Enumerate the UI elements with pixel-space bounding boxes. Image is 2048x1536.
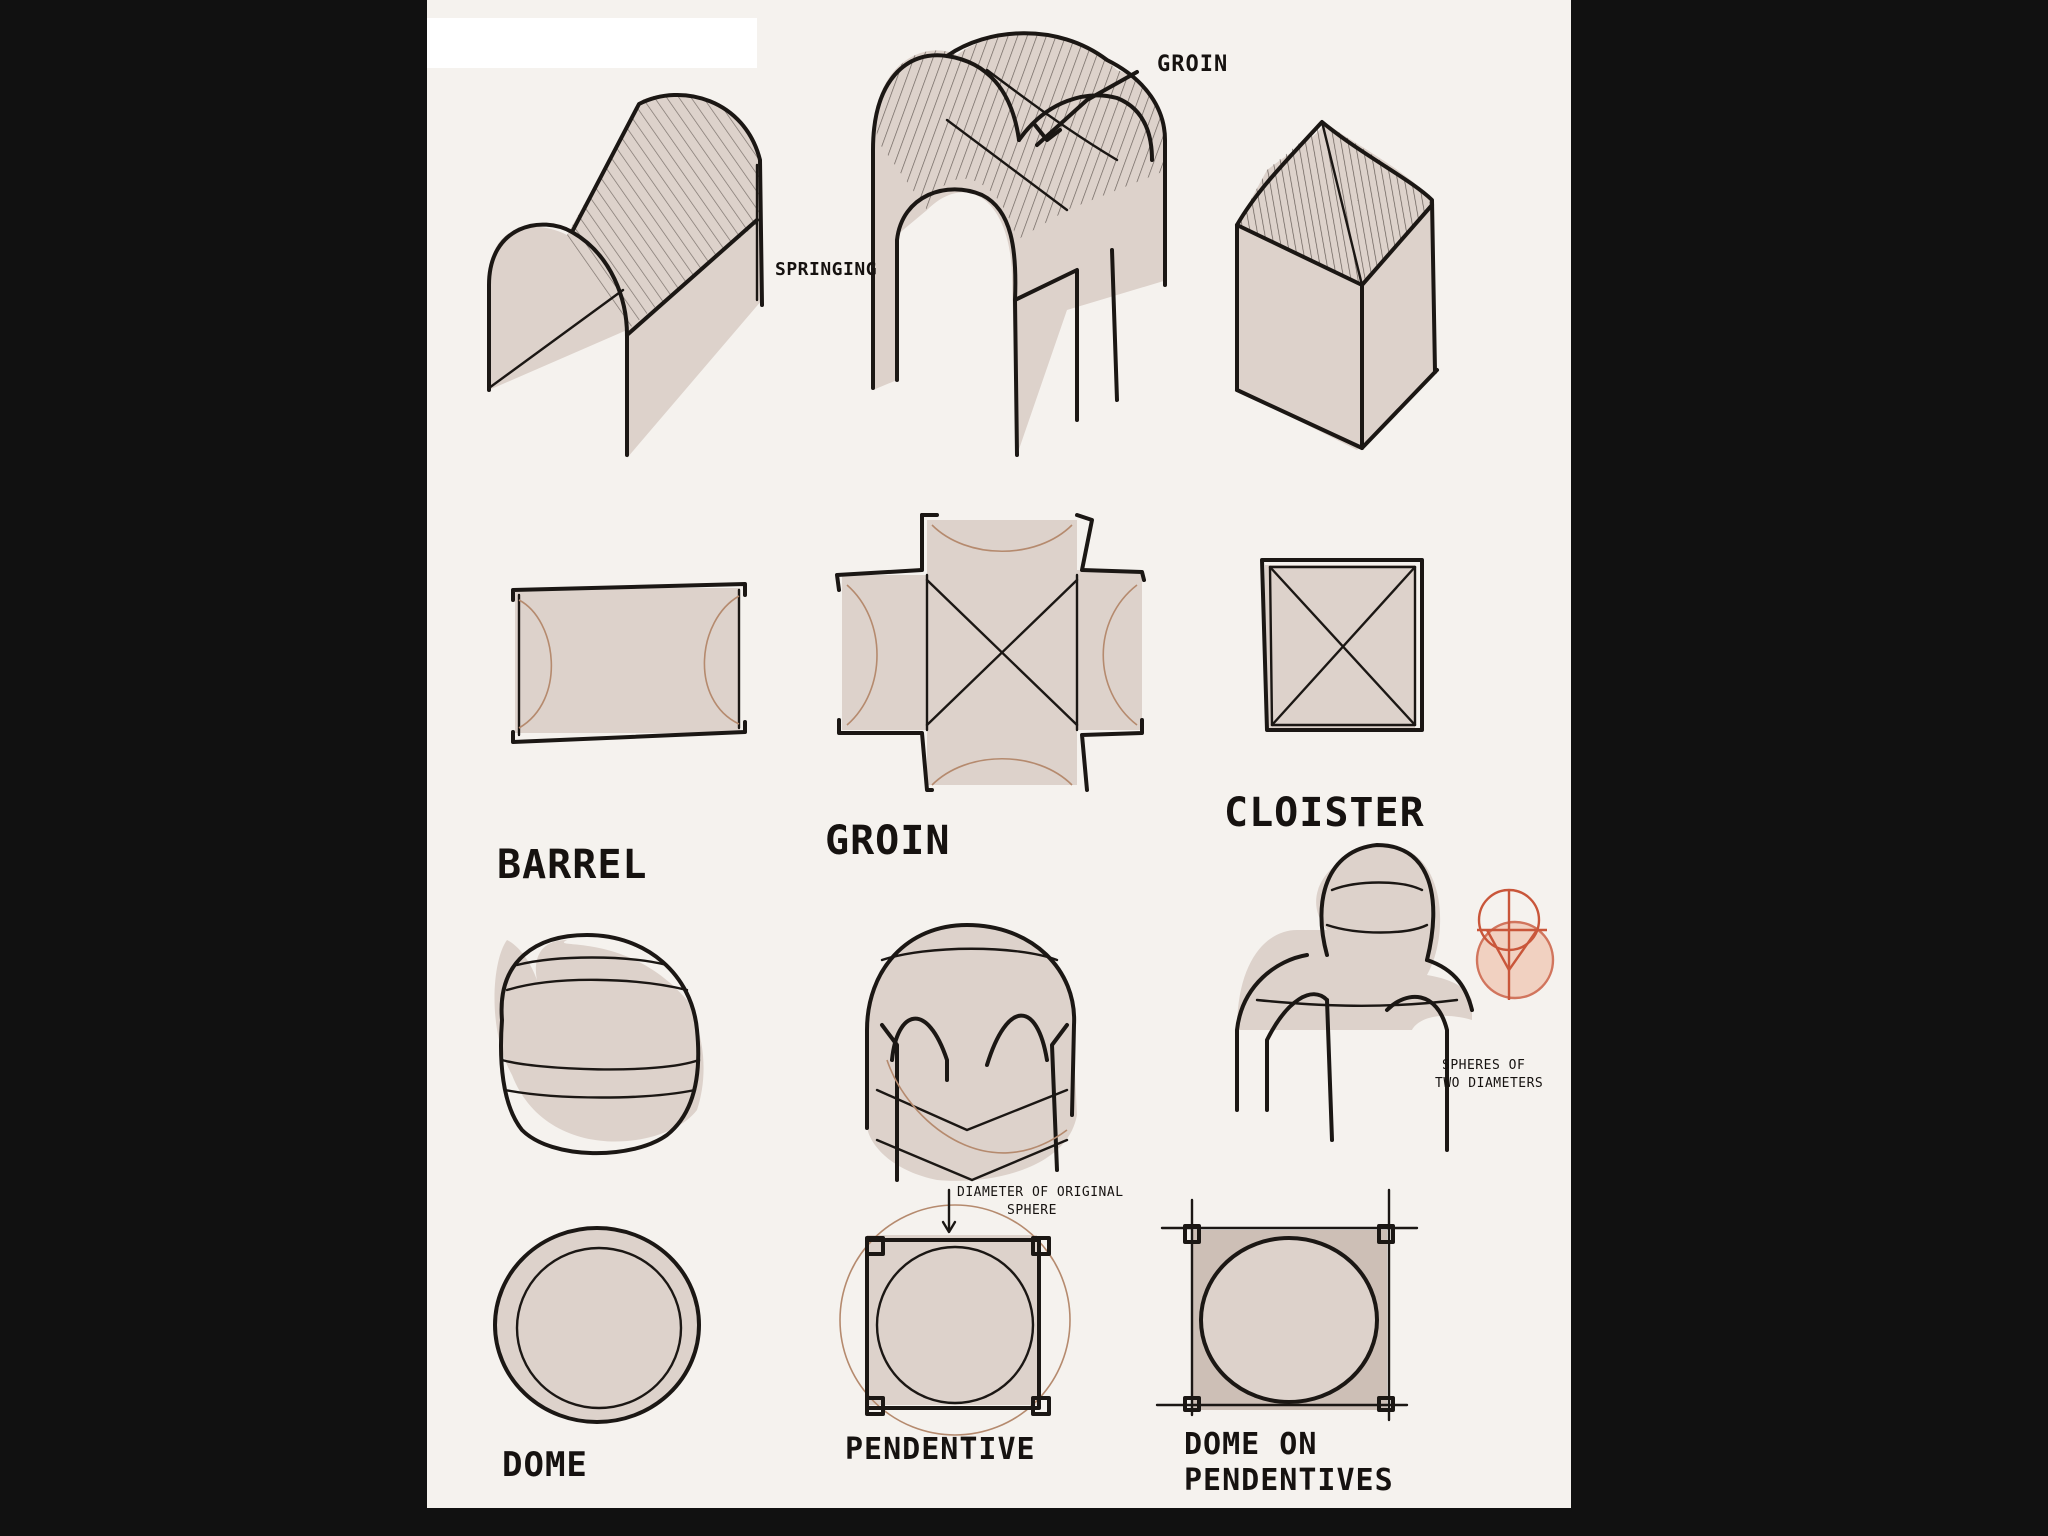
dome-on-pendentives-plan [1157,1190,1417,1420]
groin-vault-plan [837,515,1144,790]
barrel-vault-plan [513,584,745,742]
cloister-vault-perspective [1237,120,1437,450]
diameter-annotation-line1: DIAMETER OF ORIGINAL [957,1185,1124,1200]
dome-on-pendentives-label-line2: PENDENTIVES [1184,1463,1394,1498]
cloister-vault-plan [1262,560,1422,730]
dome-on-pendentives-perspective [1237,845,1472,1150]
spheres-annotation-line2: TWO DIAMETERS [1435,1076,1543,1091]
pendentive-plan [840,1190,1070,1435]
groin-vault-perspective [873,33,1167,455]
pendentive-label: PENDENTIVE [845,1432,1036,1467]
springing-annotation: SPRINGING [775,262,877,277]
barrel-label: BARREL [497,842,648,888]
spheres-of-two-diameters-sketch [1477,890,1553,1000]
barrel-vault-perspective [489,94,762,458]
diameter-annotation-line2: SPHERE [1007,1203,1057,1218]
dome-plan [495,1228,699,1422]
sketch-sheet: GROIN SPRINGING BARREL GROIN CLOISTER SP… [427,0,1571,1508]
vault-sketches [427,0,1571,1508]
groin-annotation: GROIN [1157,52,1228,77]
pendentive-perspective [867,925,1077,1181]
dome-label: DOME [502,1445,588,1485]
groin-label: GROIN [825,818,950,864]
cloister-label: CLOISTER [1224,790,1425,836]
dome-on-pendentives-label-line1: DOME ON [1184,1427,1317,1462]
dome-perspective [495,935,704,1153]
spheres-annotation-line1: SPHERES OF [1442,1058,1525,1073]
